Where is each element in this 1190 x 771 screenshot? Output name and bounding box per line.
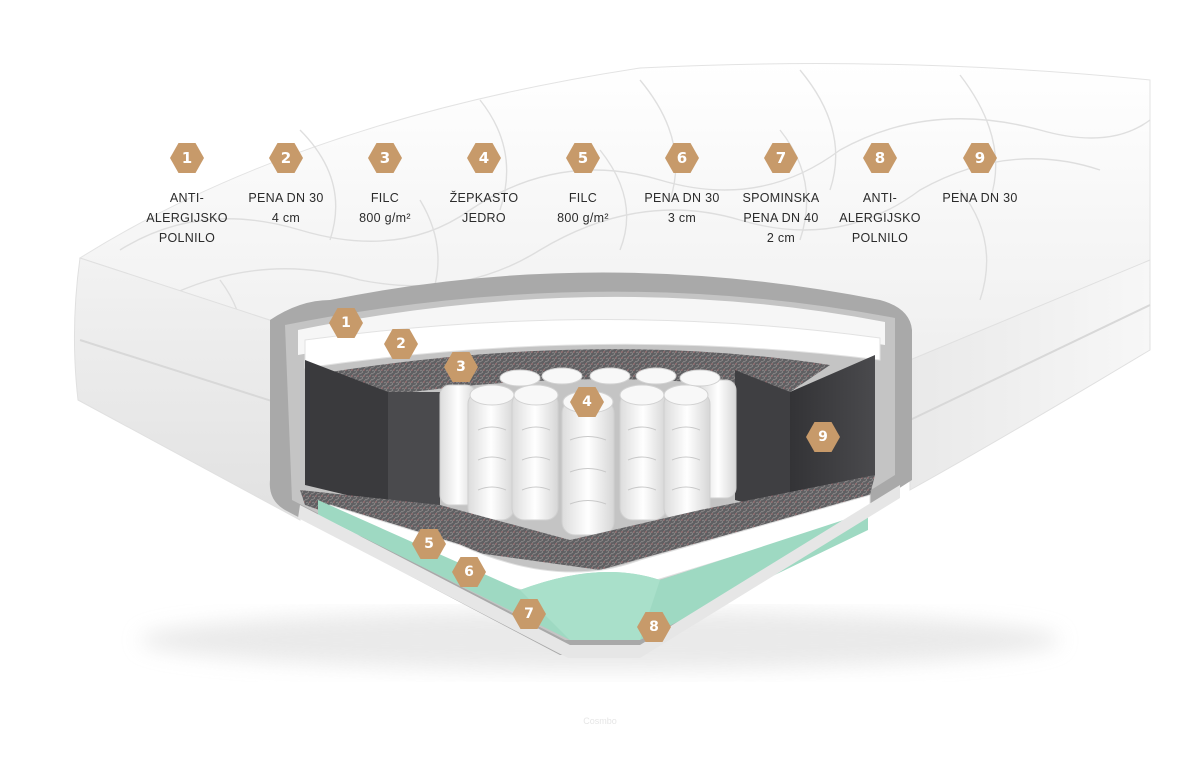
layer-marker-7: 7 [512,598,546,630]
legend-badge-2: 2 [269,142,303,174]
legend-badge-3: 3 [368,142,402,174]
layer-8-antiallergic-bottom [298,485,900,658]
watermark-text: Cosmbo [583,716,617,726]
layer-marker-9: 9 [806,421,840,453]
legend-badge-6: 6 [665,142,699,174]
layer-9-foam-left-face [305,360,388,505]
layer-marker-4: 4 [570,386,604,418]
layer-1-antiallergic-top [298,296,885,355]
legend-label-9: PENA DN 30 [942,191,1018,205]
legend-badge-1: 1 [170,142,204,174]
mattress-left-side [73,257,301,521]
mattress-right-side [909,259,1151,491]
legend-badge-9: 9 [963,142,997,174]
layer-marker-8: 8 [637,611,671,643]
layer-2-foam-top [304,318,881,369]
legend-badge-4: 4 [467,142,501,174]
legend-badge-5: 5 [566,142,600,174]
legend-badge-7: 7 [764,142,798,174]
legend-item-9: 9 PENA DN 30 [920,142,1040,208]
legend-badge-8: 8 [863,142,897,174]
